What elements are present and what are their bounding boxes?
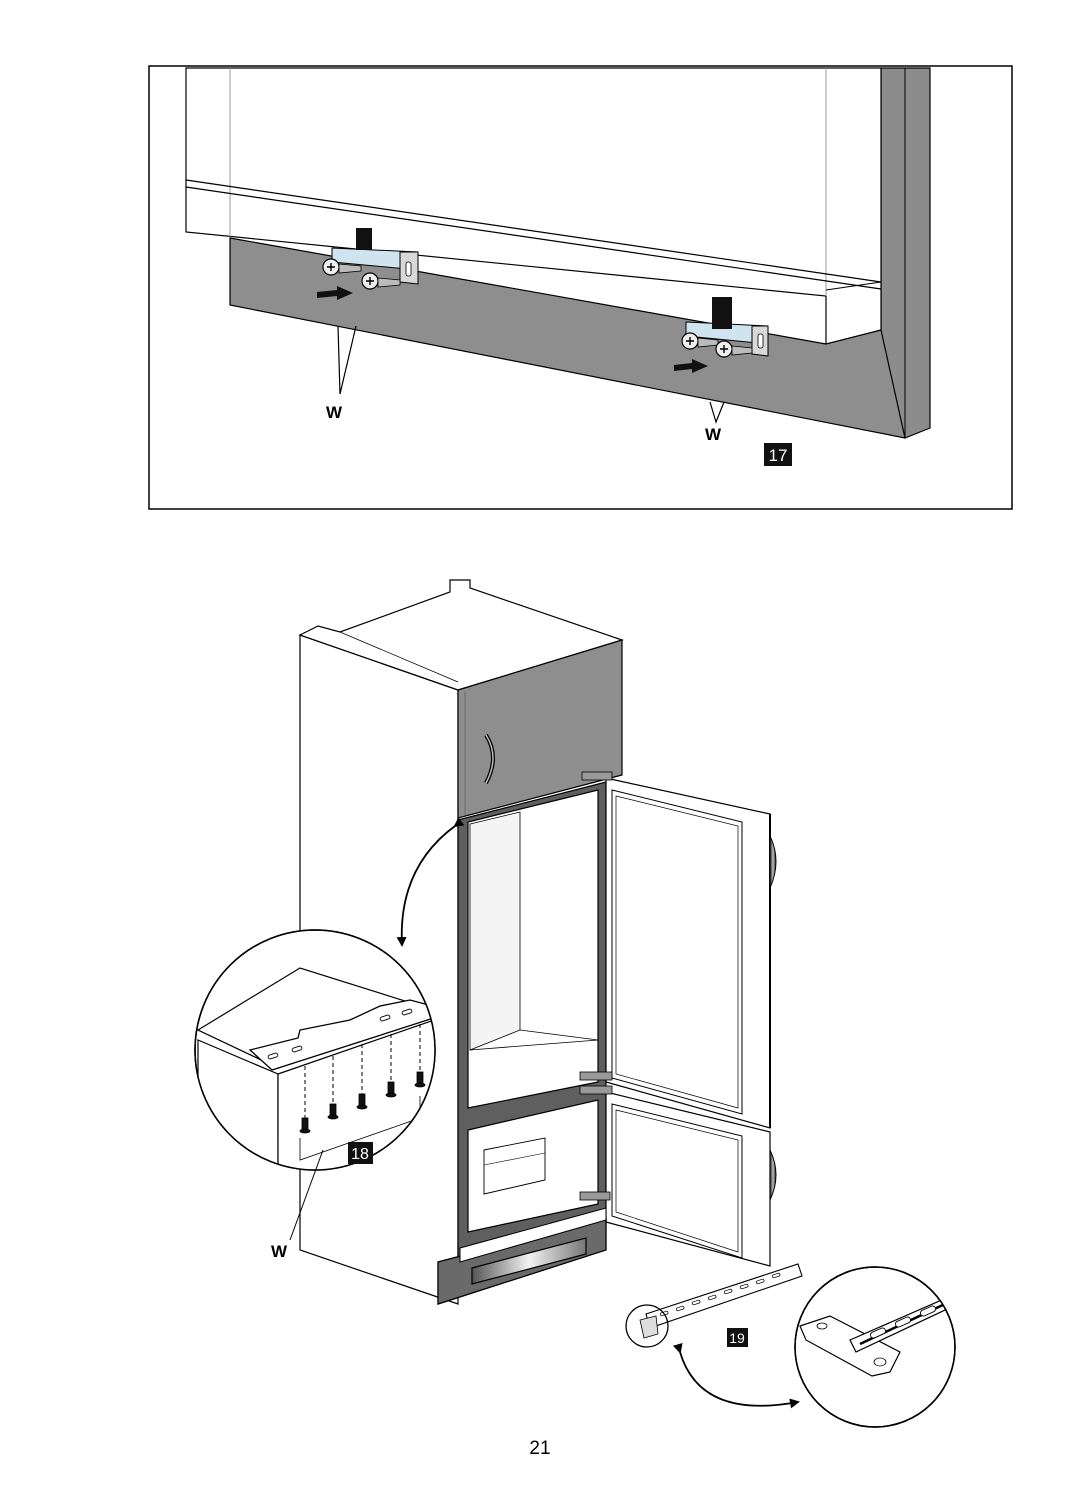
right-bracket	[685, 297, 769, 357]
label-w: W	[326, 403, 343, 422]
screw-icon	[356, 1093, 368, 1110]
upper-cabinet-door	[457, 639, 623, 819]
screw-icon	[327, 1103, 339, 1120]
detail-marker-circle	[625, 1304, 669, 1348]
figure-18: 18 W	[194, 579, 777, 1305]
figure-number-badge	[764, 443, 792, 466]
w-callout-line	[289, 1149, 324, 1241]
hinge-icon	[579, 1085, 613, 1095]
figure-number: 19	[729, 1330, 745, 1346]
left-bracket	[331, 228, 419, 285]
push-arrow-icon	[317, 286, 353, 300]
detail-arrow-icon	[672, 1342, 800, 1409]
page-number: 21	[529, 1438, 551, 1459]
screw-icon	[414, 1071, 426, 1088]
screw-icon	[681, 332, 719, 350]
hinge-icon	[579, 1191, 611, 1201]
w-callout-lines-left	[337, 325, 357, 395]
screw-icon	[299, 1117, 311, 1134]
figure-number-badge	[348, 1142, 373, 1164]
push-arrow-icon	[674, 359, 708, 373]
hinge-icon	[581, 771, 613, 781]
detail-view-19	[794, 1266, 956, 1428]
label-w: W	[705, 425, 722, 444]
mounting-strip	[248, 999, 435, 1071]
door-handle-icon	[769, 1149, 777, 1201]
figure-number: 18	[351, 1146, 369, 1163]
screw-icon	[361, 272, 401, 290]
figure-number: 17	[769, 446, 788, 465]
screw-icon	[385, 1081, 397, 1098]
figure-17: W W 17	[148, 65, 1013, 510]
label-w: W	[271, 1242, 288, 1261]
screw-icon	[715, 340, 753, 358]
detail-arrow-icon	[396, 817, 465, 947]
figure-number-badge	[727, 1328, 748, 1347]
fridge-door	[605, 777, 771, 1129]
screw-icon	[322, 258, 362, 276]
freezer-drawer	[483, 1137, 546, 1195]
figure-17-frame	[148, 65, 1013, 510]
ventilation-grille	[471, 1237, 587, 1285]
w-callout-lines-right	[709, 401, 725, 424]
hinge-icon	[579, 1071, 613, 1081]
door-handle-icon	[769, 835, 777, 889]
figure-19: 19	[625, 1263, 956, 1428]
